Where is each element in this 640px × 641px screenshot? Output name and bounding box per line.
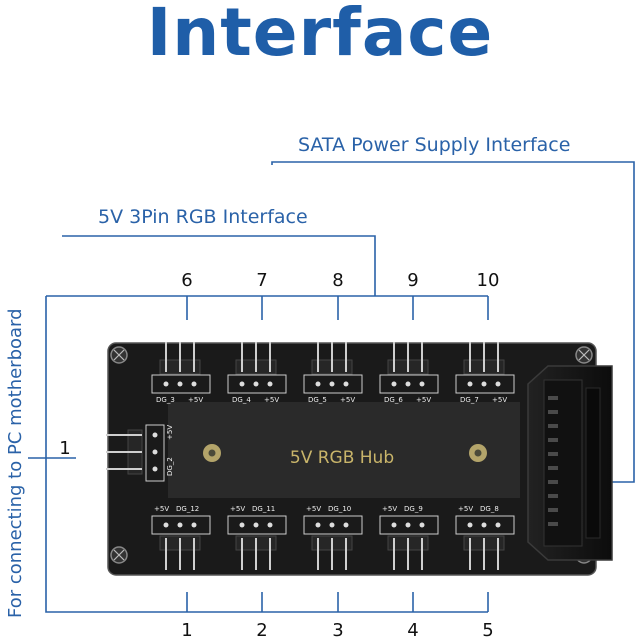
header-dg-label: DG_6: [384, 396, 403, 404]
port-number-3: 3: [332, 620, 344, 641]
top-header: DG_5 +5V: [303, 342, 363, 404]
screw-icon: [110, 546, 128, 564]
screw-icon: [575, 346, 593, 364]
top-header: DG_7 +5V: [455, 342, 515, 404]
rgb-leader-line: [62, 235, 376, 296]
header-dg-label: DG_8: [480, 505, 499, 513]
rgb-label: 5V 3Pin RGB Interface: [98, 206, 308, 228]
bottom-header: +5V DG_8: [455, 505, 515, 570]
port-number-8: 8: [332, 270, 344, 291]
header-plus-label: +5V: [230, 505, 245, 513]
side-header: +5V DG_2: [106, 424, 174, 482]
sata-connector: [527, 365, 613, 561]
header-plus-label: +5V: [154, 505, 169, 513]
port-number-7: 7: [256, 270, 268, 291]
port-number-2: 2: [256, 620, 268, 641]
sata-label: SATA Power Supply Interface: [298, 134, 571, 156]
header-dg-label: DG_7: [460, 396, 479, 404]
header-plus-label: +5V: [340, 396, 355, 404]
screw-icon: [110, 346, 128, 364]
bottom-header: +5V DG_12: [151, 505, 211, 570]
sata-leader-line: [271, 161, 635, 483]
left-bus-line: [45, 296, 488, 613]
header-dg-label: DG_5: [308, 396, 327, 404]
top-header: DG_6 +5V: [379, 342, 439, 404]
side-header-plus-label: +5V: [166, 425, 174, 440]
leader-lines: [28, 161, 635, 613]
bottom-header: +5V DG_9: [379, 505, 439, 570]
bottom-header: +5V DG_11: [227, 505, 287, 570]
top-header: DG_3 +5V: [151, 342, 211, 404]
header-plus-label: +5V: [458, 505, 473, 513]
side-header-dg-label: DG_2: [166, 457, 174, 476]
header-dg-label: DG_3: [156, 396, 175, 404]
header-plus-label: +5V: [492, 396, 507, 404]
header-plus-label: +5V: [382, 505, 397, 513]
header-plus-label: +5V: [306, 505, 321, 513]
standoff-icon: [469, 444, 487, 462]
port-number-6: 6: [181, 270, 193, 291]
port-number-1: 1: [181, 620, 193, 641]
page-title: Interface: [146, 0, 494, 71]
header-plus-label: +5V: [416, 396, 431, 404]
port-number-9: 9: [407, 270, 419, 291]
standoff-icon: [203, 444, 221, 462]
header-dg-label: DG_4: [232, 396, 251, 404]
header-dg-label: DG_10: [328, 505, 351, 513]
hub-center-plate: [168, 402, 520, 498]
header-plus-label: +5V: [188, 396, 203, 404]
header-dg-label: DG_9: [404, 505, 423, 513]
port-number-5: 5: [482, 620, 494, 641]
side-port-number: 1: [59, 438, 71, 459]
port-number-4: 4: [407, 620, 419, 641]
bottom-header: +5V DG_10: [303, 505, 363, 570]
header-dg-label: DG_12: [176, 505, 199, 513]
top-header: DG_4 +5V: [227, 342, 287, 404]
header-dg-label: DG_11: [252, 505, 275, 513]
header-plus-label: +5V: [264, 396, 279, 404]
hub-label: 5V RGB Hub: [290, 448, 394, 468]
port-number-10: 10: [476, 270, 500, 291]
